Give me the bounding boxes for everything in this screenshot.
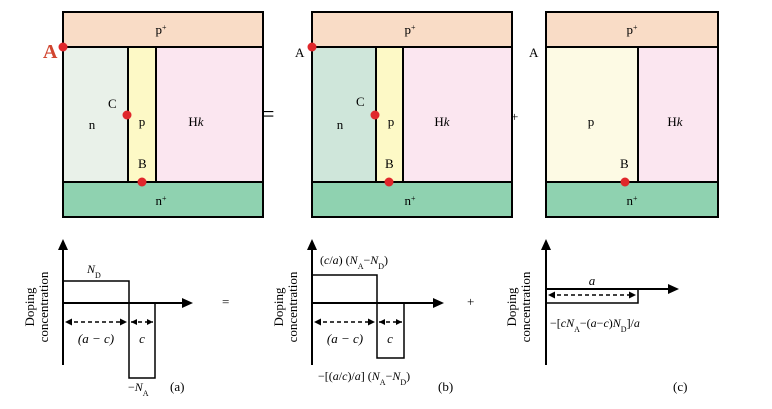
panel-a-width-left-arrowhead-l xyxy=(65,318,72,326)
panel-a-n-region xyxy=(62,46,129,183)
panel-a-point-a-label: A xyxy=(43,41,58,63)
panel-c-point-a-label: A xyxy=(529,45,539,60)
panel-b-n-plus-region xyxy=(311,181,513,218)
panel-b-point-a-label: A xyxy=(295,45,305,60)
panel-b-hk-label: Hk xyxy=(434,114,449,129)
panel-b-p-plus-region xyxy=(311,11,513,48)
panel-a-neg-label: −NA xyxy=(128,380,149,398)
panel-a-y-axis-arrow xyxy=(58,239,68,250)
plus-sign-bottom: + xyxy=(467,294,474,309)
panel-b-hk-region xyxy=(402,46,513,183)
panel-c-y-axis-arrow xyxy=(541,239,551,250)
panel-c-point-b xyxy=(620,177,630,187)
panel-b-ylabel-1: Doping xyxy=(271,287,286,327)
panel-c-n-plus-region xyxy=(545,181,719,218)
panel-a-point-c-label: C xyxy=(108,96,117,111)
panel-a-width-left-arrowhead-r xyxy=(120,318,127,326)
panel-c-p-plus-region xyxy=(545,11,719,48)
panel-a-p-plus-region xyxy=(62,11,264,48)
panel-a-doping-profile xyxy=(63,280,156,379)
panel-b-width-left-arrowhead-r xyxy=(368,318,375,326)
panel-a-ylabel-2: concentration xyxy=(36,271,51,342)
panel-b-top-label: (c/a) (NA−ND) xyxy=(320,253,388,271)
panel-c-point-b-label: B xyxy=(620,156,629,171)
panel-c-p-plus-label: p+ xyxy=(626,22,638,37)
panel-a-x-axis-arrow xyxy=(182,298,193,308)
panel-c-hk-label: Hk xyxy=(667,114,682,129)
plus-sign-top: + xyxy=(511,109,518,124)
panel-a-width-right-label: c xyxy=(139,331,145,346)
panel-a-width-right-arrowhead-r xyxy=(147,319,153,325)
panel-b-width-right-arrowhead-r xyxy=(396,319,402,325)
equals-sign-bottom: = xyxy=(222,294,229,309)
panel-c-n-plus-label: n+ xyxy=(626,193,638,208)
panel-b-width-left-label: (a − c) xyxy=(327,331,363,346)
panel-a-p-plus-label: p+ xyxy=(155,22,167,37)
panel-b-point-b xyxy=(384,177,394,187)
panel-c-hk-region xyxy=(637,46,719,183)
panel-c-figure-label: (c) xyxy=(673,379,687,394)
panel-a-point-a xyxy=(58,42,68,52)
panel-a-n-label: n xyxy=(89,117,96,132)
panel-b-point-b-label: B xyxy=(385,156,394,171)
panel-c-width-arrowhead-l xyxy=(548,291,555,299)
panel-a-ylabel-1: Doping xyxy=(22,287,37,327)
panel-b-doping-plot: (c/a) (NA−ND) (a − c) c −[(a/c)/a] (NA−N… xyxy=(271,239,453,394)
panel-b-width-right-label: c xyxy=(387,331,393,346)
panel-b-point-c-label: C xyxy=(356,94,365,109)
panel-b-width-right-arrowhead-l xyxy=(379,319,385,325)
panel-c-ylabel-1: Doping xyxy=(504,287,519,327)
panel-b-n-region xyxy=(311,46,377,183)
panel-c-value-label: −[cNA−(a−c)ND]/a xyxy=(550,316,640,334)
panel-a-width-right-arrowhead-l xyxy=(131,319,137,325)
panel-b-p-label: p xyxy=(388,114,395,129)
panel-b-width-left-arrowhead-l xyxy=(314,318,321,326)
panel-b-point-a xyxy=(307,42,317,52)
panel-b-n-label: n xyxy=(337,117,344,132)
panel-a-figure-label: (a) xyxy=(170,379,184,394)
panel-a-point-c xyxy=(122,110,132,120)
panel-a-doping-plot: ND (a − c) c −NA Doping concentration (a… xyxy=(22,239,193,398)
panel-a-n-plus-label: n+ xyxy=(155,193,167,208)
panel-b-figure-label: (b) xyxy=(438,379,453,394)
panel-b-p-plus-label: p+ xyxy=(404,22,416,37)
panel-b-n-plus-label: n+ xyxy=(404,193,416,208)
panel-b-y-axis-arrow xyxy=(307,239,317,250)
panel-a-structure: p+ n p Hk n+ A C B xyxy=(43,11,264,218)
panel-c-width-arrowhead-r xyxy=(629,291,636,299)
panel-b-ylabel-2: concentration xyxy=(285,271,300,342)
equals-sign-top: = xyxy=(262,101,274,126)
panel-b-doping-profile xyxy=(312,274,405,359)
panel-c-ylabel-2: concentration xyxy=(518,271,533,342)
panel-a-hk-label: Hk xyxy=(188,114,203,129)
panel-c-p-label: p xyxy=(588,114,595,129)
panel-b-x-axis-arrow xyxy=(433,298,444,308)
panel-b-point-c xyxy=(370,110,380,120)
panel-a-point-b xyxy=(137,177,147,187)
panel-a-point-b-label: B xyxy=(138,156,147,171)
panel-a-width-left-label: (a − c) xyxy=(78,331,114,346)
panel-a-p-label: p xyxy=(139,114,146,129)
panel-a-hk-region xyxy=(155,46,264,183)
panel-a-nd-label: ND xyxy=(86,262,101,280)
panel-b-structure: p+ n p Hk n+ A C B xyxy=(295,11,513,218)
panel-c-structure: p+ p Hk n+ A B xyxy=(529,11,719,218)
panel-c-doping-profile xyxy=(546,289,639,304)
panel-a-n-plus-region xyxy=(62,181,264,218)
panel-c-doping-plot: a −[cNA−(a−c)ND]/a Doping concentration … xyxy=(504,239,687,394)
panel-b-neg-label: −[(a/c)/a] (NA−ND) xyxy=(318,369,410,387)
panel-c-width-label: a xyxy=(589,273,596,288)
panel-c-x-axis-arrow xyxy=(668,284,679,294)
